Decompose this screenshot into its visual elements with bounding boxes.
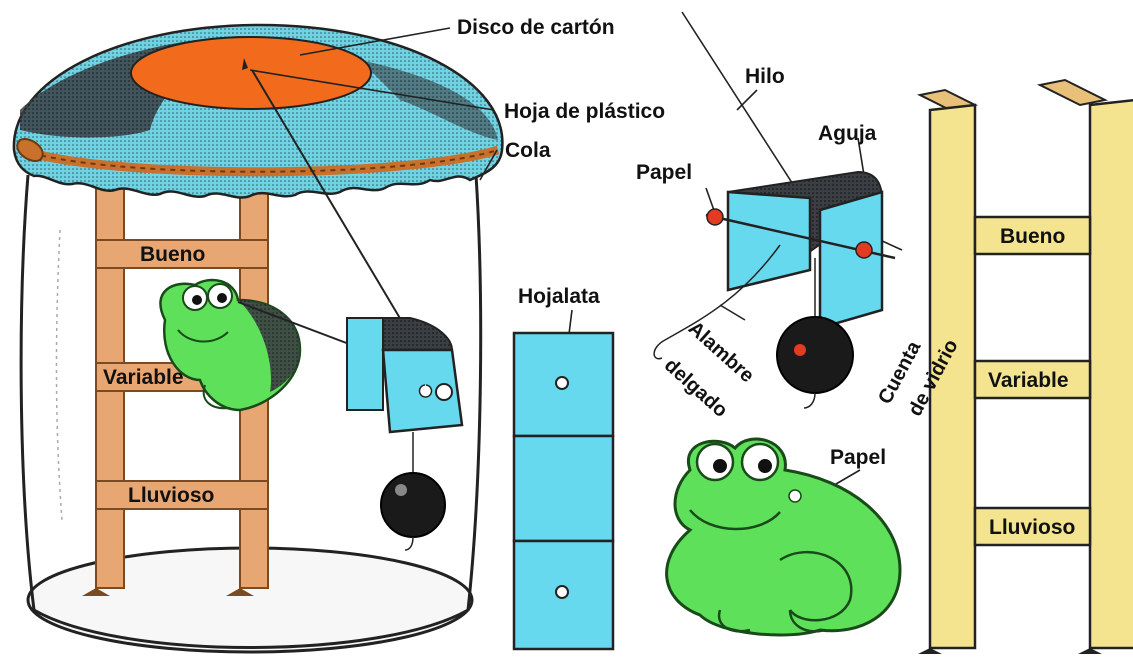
label-aguja: Aguja — [818, 122, 877, 145]
label-cola: Cola — [505, 139, 551, 162]
label-hoja-de-plastico: Hoja de plástico — [504, 100, 666, 123]
tin-strip — [512, 331, 615, 651]
twine-knot — [16, 138, 44, 162]
vane-assembly — [653, 170, 896, 409]
label-disco-de-carton: Disco de cartón — [457, 16, 615, 39]
jar-hanging-vane — [346, 317, 464, 551]
paper-frog — [665, 437, 902, 637]
thread-in-jar — [251, 69, 405, 326]
weather-ladder — [916, 78, 1133, 654]
ladder-scale-bueno: Bueno — [1000, 225, 1066, 248]
cardboard-disc — [130, 36, 372, 110]
label-hilo: Hilo — [745, 65, 785, 88]
jar-scale-lluvioso: Lluvioso — [128, 484, 215, 507]
label-hojalata: Hojalata — [518, 285, 600, 308]
thin-wire — [653, 244, 781, 360]
label-papel-frog: Papel — [830, 446, 887, 469]
ladder-scale-lluvioso: Lluvioso — [989, 516, 1076, 539]
jar-shine — [55, 229, 63, 521]
jar-bead — [380, 472, 446, 538]
jar-lid — [12, 23, 504, 199]
jar-scale-bueno: Bueno — [140, 243, 206, 266]
label-papel-top: Papel — [636, 161, 693, 184]
jar-scale-variable: Variable — [103, 366, 184, 389]
jar-wall — [19, 174, 483, 649]
glass-jar — [19, 174, 483, 654]
ladder-scale-variable: Variable — [988, 369, 1069, 392]
glass-bead — [776, 316, 854, 394]
